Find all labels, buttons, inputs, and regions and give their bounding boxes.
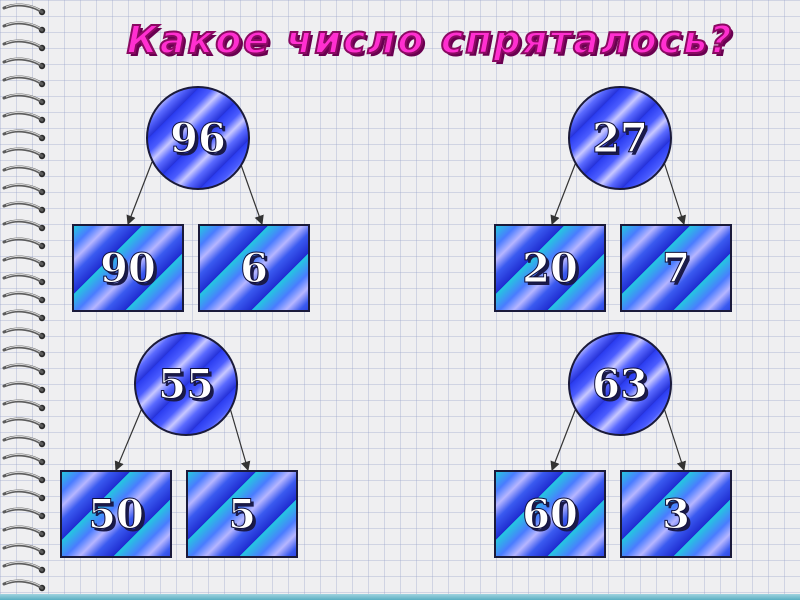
spiral-ring-shine: [5, 489, 41, 497]
tens-box: 50: [60, 470, 172, 558]
spiral-ring-shine: [5, 543, 41, 551]
spiral-ring-shine: [5, 363, 41, 371]
spiral-ring-shine: [5, 39, 41, 47]
spiral-ring-shine: [5, 111, 41, 119]
spiral-ring-shine: [5, 147, 41, 155]
notebook-spiral: [2, 3, 46, 592]
spiral-ring-shine: [5, 561, 41, 569]
spiral-ring-shine: [5, 507, 41, 515]
spiral-ring-shine: [5, 435, 41, 443]
bottom-bar: [0, 594, 800, 600]
spiral-ring-shine: [5, 273, 41, 281]
spiral-ring-shine: [5, 399, 41, 407]
page-title: Какое число спряталось?: [126, 17, 734, 63]
total-circle: 27: [568, 86, 672, 190]
spiral-ring-shine: [5, 183, 41, 191]
spiral-ring-shine: [5, 93, 41, 101]
spiral-ring-shine: [5, 345, 41, 353]
tens-box: 90: [72, 224, 184, 312]
arrow-line: [550, 407, 577, 472]
ones-box: 6: [198, 224, 310, 312]
spiral-ring-shine: [5, 3, 41, 11]
arrow-line: [663, 407, 686, 472]
tens-box: 60: [494, 470, 606, 558]
total-circle: 63: [568, 332, 672, 436]
spiral-ring-shine: [5, 309, 41, 317]
spiral-ring-shine: [5, 57, 41, 65]
spiral-ring-shine: [5, 165, 41, 173]
spiral-ring-shine: [5, 75, 41, 83]
arrow-line: [550, 161, 577, 226]
spiral-ring-shine: [5, 471, 41, 479]
ones-box: 3: [620, 470, 732, 558]
spiral-ring-shine: [5, 201, 41, 209]
spiral-ring-shine: [5, 291, 41, 299]
arrow-line: [126, 161, 153, 226]
spiral-ring-shine: [5, 417, 41, 425]
spiral-ring-shine: [5, 237, 41, 245]
spiral-ring-shine: [5, 21, 41, 29]
tens-box: 20: [494, 224, 606, 312]
arrow-line: [663, 161, 686, 226]
spiral-ring-shine: [5, 327, 41, 335]
spiral-ring-shine: [5, 525, 41, 533]
total-circle: 55: [134, 332, 238, 436]
arrow-line: [239, 161, 264, 226]
ones-box: 5: [186, 470, 298, 558]
spiral-ring-shine: [5, 129, 41, 137]
arrow-line: [114, 407, 143, 472]
spiral-ring-shine: [5, 453, 41, 461]
spiral-ring-shine: [5, 381, 41, 389]
arrow-line: [229, 407, 251, 472]
spiral-ring-shine: [5, 255, 41, 263]
total-circle: 96: [146, 86, 250, 190]
ones-box: 7: [620, 224, 732, 312]
spiral-ring-shine: [5, 219, 41, 227]
spiral-ring-shine: [5, 579, 41, 587]
